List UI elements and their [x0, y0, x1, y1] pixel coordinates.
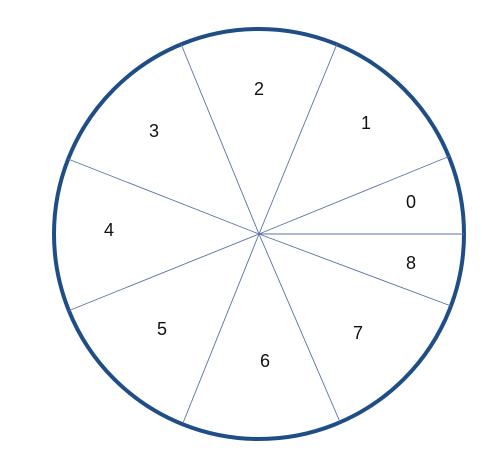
sector-label-2: 2: [254, 79, 264, 99]
spokes: [67, 43, 464, 424]
sector-label-8: 8: [406, 253, 416, 273]
spoke-6: [182, 233, 260, 424]
sector-label-5: 5: [157, 319, 167, 339]
spoke-2: [258, 43, 338, 235]
sector-label-0: 0: [406, 192, 416, 212]
sector-labels: 0 1 2 3 4 5 6 7 8: [104, 79, 416, 371]
sector-label-7: 7: [353, 323, 363, 343]
sector-label-4: 4: [104, 220, 114, 240]
sector-label-3: 3: [149, 121, 159, 141]
spoke-5: [67, 233, 260, 312]
sector-label-6: 6: [260, 351, 270, 371]
spoke-3: [180, 43, 260, 235]
spoke-7: [258, 233, 341, 423]
spoke-4: [67, 158, 260, 235]
spoke-8: [258, 233, 452, 307]
sector-label-1: 1: [361, 113, 371, 133]
spoke-1: [258, 155, 451, 235]
